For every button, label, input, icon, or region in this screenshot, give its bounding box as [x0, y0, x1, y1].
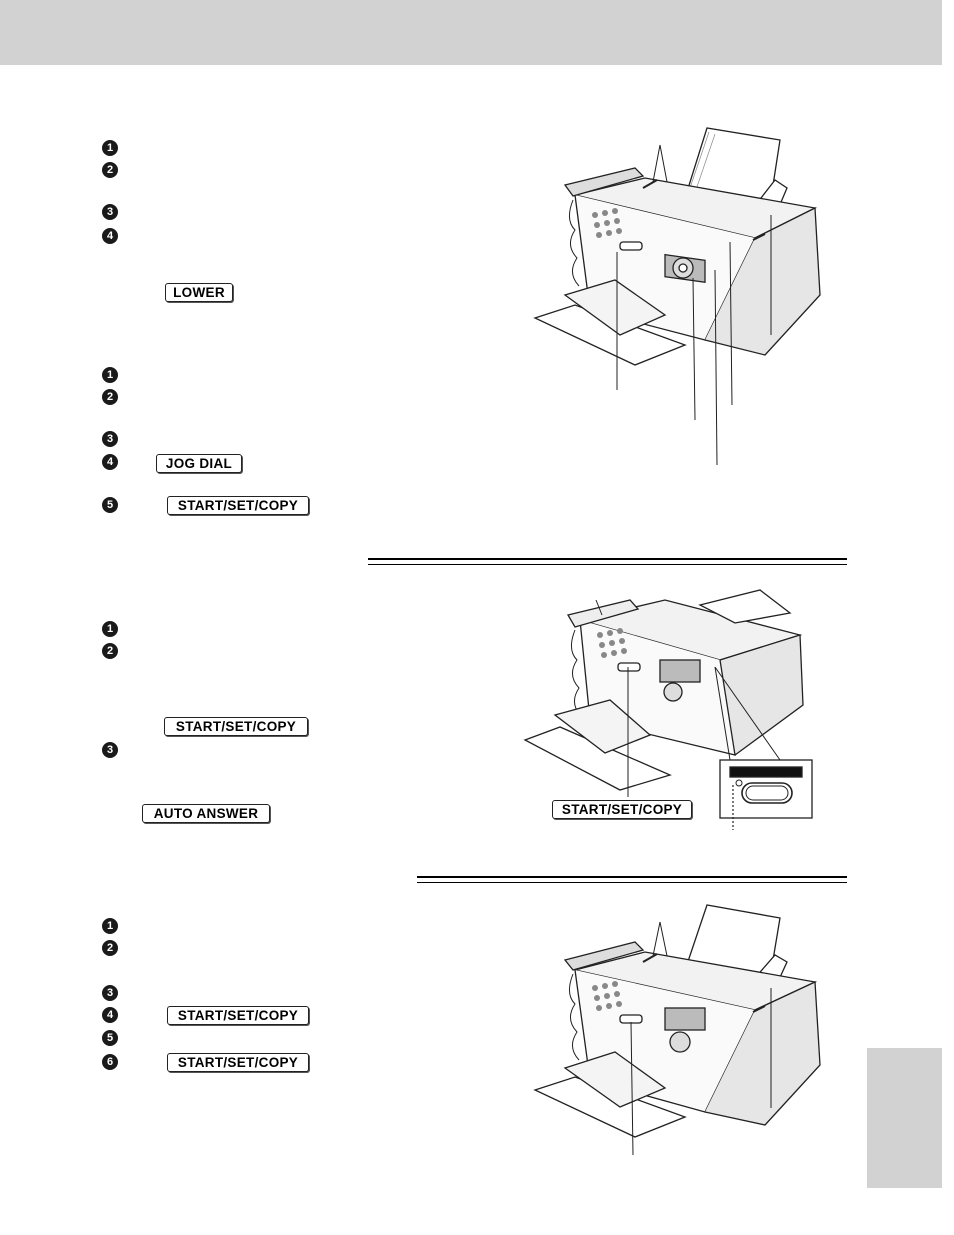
- step-number: 1: [102, 918, 118, 934]
- jog-dial-key: JOG DIAL: [156, 454, 242, 473]
- start-set-copy-key: START/SET/COPY: [167, 1006, 309, 1025]
- step-number: 3: [102, 742, 118, 758]
- step-number: 2: [102, 940, 118, 956]
- step-number: 6: [102, 1054, 118, 1070]
- section-rule: [368, 558, 847, 560]
- side-index-tab: [867, 1048, 942, 1188]
- auto-answer-key: AUTO ANSWER: [142, 804, 270, 823]
- start-set-copy-key: START/SET/COPY: [164, 717, 308, 736]
- figure-callout-start-set-copy: START/SET/COPY: [552, 800, 692, 819]
- step-number: 2: [102, 389, 118, 405]
- fax-illustration-document-feed: [533, 127, 821, 466]
- step-number: 2: [102, 162, 118, 178]
- step-number: 5: [102, 1030, 118, 1046]
- step-number: 1: [102, 140, 118, 156]
- step-number: 2: [102, 643, 118, 659]
- section-rule: [368, 564, 847, 565]
- step-number: 3: [102, 431, 118, 447]
- step-number: 4: [102, 454, 118, 470]
- step-number: 3: [102, 204, 118, 220]
- header-band: [0, 0, 942, 65]
- fax-illustration-copy: [533, 904, 821, 1156]
- step-number: 3: [102, 985, 118, 1001]
- start-set-copy-key: START/SET/COPY: [167, 1053, 309, 1072]
- start-set-copy-key: START/SET/COPY: [167, 496, 309, 515]
- lower-key: LOWER: [165, 283, 233, 302]
- section-rule: [417, 876, 847, 878]
- step-number: 1: [102, 621, 118, 637]
- step-number: 4: [102, 228, 118, 244]
- section-rule: [417, 882, 847, 883]
- step-number: 4: [102, 1007, 118, 1023]
- step-number: 5: [102, 497, 118, 513]
- fax-illustration-panel: [523, 589, 813, 830]
- step-number: 1: [102, 367, 118, 383]
